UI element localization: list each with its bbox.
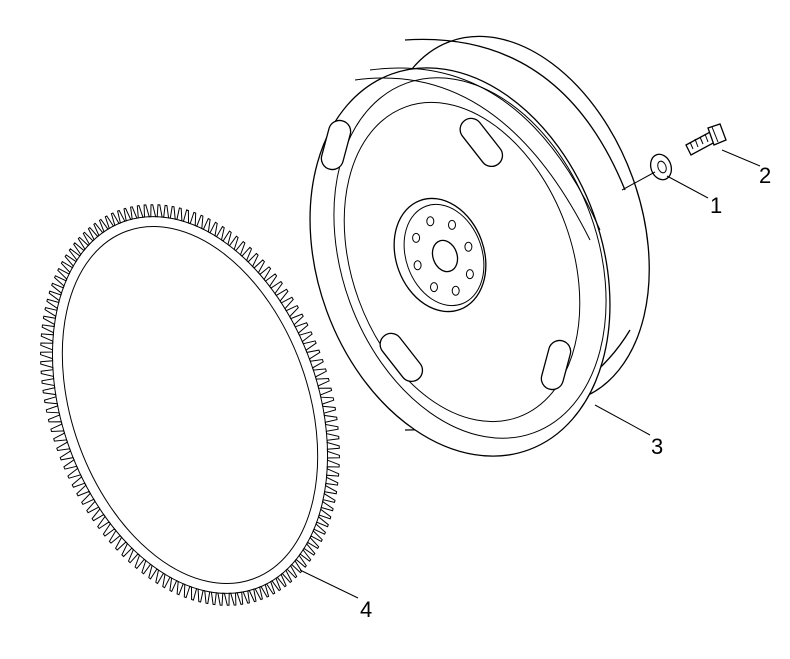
leader-line-1 <box>666 175 709 199</box>
leader-line-2 <box>721 149 761 167</box>
flywheel-slot <box>540 339 572 391</box>
bolt-hole <box>448 219 456 230</box>
flywheel-slot <box>459 117 504 168</box>
flywheel-hub <box>393 197 487 313</box>
leader-line-3 <box>594 404 651 436</box>
bolt-hole <box>451 285 460 296</box>
bolt-hole <box>426 216 435 227</box>
leader-line-4 <box>299 569 359 599</box>
flywheel-slot <box>379 332 424 383</box>
bolt <box>685 123 727 156</box>
flywheel <box>309 35 650 457</box>
bolt-hole <box>464 241 473 252</box>
flywheel-slot <box>320 119 352 171</box>
bolt-hole <box>465 269 474 280</box>
callout-3: 3 <box>651 434 663 459</box>
callout-2: 2 <box>759 163 771 188</box>
bolt-hole <box>413 260 422 271</box>
ring-gear <box>40 204 340 606</box>
washer <box>649 153 673 181</box>
leader-line-1b <box>621 171 656 191</box>
bolt-hole <box>412 232 421 243</box>
callout-4: 4 <box>360 597 372 622</box>
callout-1: 1 <box>710 193 722 218</box>
bolt-hole <box>430 282 438 293</box>
